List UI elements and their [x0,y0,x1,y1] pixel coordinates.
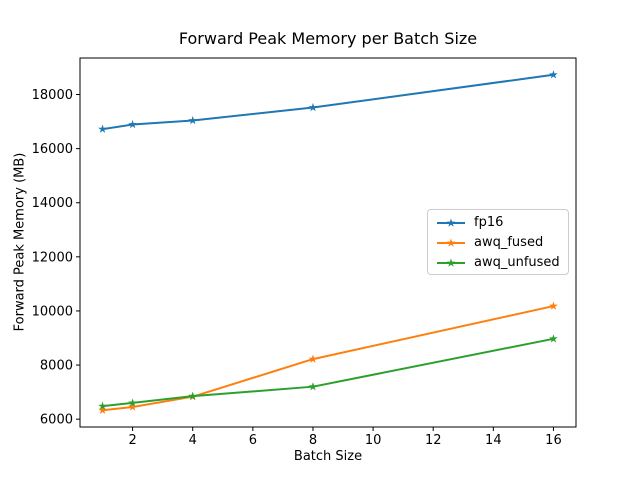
x-tick-label: 2 [128,433,136,448]
data-point-awq_unfused [128,398,137,407]
x-tick-label: 16 [545,433,562,448]
legend-marker-fp16 [437,218,465,227]
series-line-fp16 [101,73,555,131]
data-point-awq_unfused [188,391,198,400]
data-point-fp16 [188,115,198,125]
data-point-awq_fused [308,354,318,363]
x-tick-label: 14 [485,433,502,448]
axes-frame [79,57,577,428]
legend-label-awq_fused: awq_fused [474,235,544,250]
legend-item-fp16: fp16 [436,213,560,233]
data-point-awq_unfused [98,401,107,410]
data-point-awq_unfused [308,382,318,391]
y-tick-label: 6000 [40,413,73,428]
y-tick-label: 18000 [32,88,73,103]
legend: fp16 awq_fused awq_unfused [427,209,569,275]
legend-item-awq_fused: awq_fused [436,233,560,253]
x-tick-label: 6 [249,433,257,448]
data-point-awq_fused [549,301,558,310]
data-point-fp16 [98,124,107,133]
legend-label-fp16: fp16 [474,215,504,230]
data-point-awq_unfused [549,334,558,343]
x-tick-label: 4 [189,433,197,448]
y-tick-label: 8000 [40,359,73,374]
x-tick-label: 10 [365,433,382,448]
data-point-fp16 [128,119,137,129]
y-tick-label: 12000 [32,250,73,265]
data-point-fp16 [549,70,558,79]
series-line-awq_fused [101,305,555,412]
chart-title: Forward Peak Memory per Batch Size [178,29,478,48]
x-axis-label: Batch Size [293,449,363,464]
x-tick-label: 8 [309,433,317,448]
y-tick-label: 14000 [32,196,73,211]
data-point-awq_fused [98,405,107,414]
y-axis-label: Forward Peak Memory (MB) [12,152,28,332]
x-tick-label: 12 [425,433,442,448]
legend-item-awq_unfused: awq_unfused [436,253,560,273]
legend-marker-awq_fused [437,238,465,247]
series-line-awq_unfused [101,337,555,408]
data-point-fp16 [308,102,318,112]
y-tick-label: 16000 [32,142,73,157]
y-tick-label: 10000 [32,304,73,319]
data-point-awq_fused [128,402,137,411]
legend-label-awq_unfused: awq_unfused [474,255,560,270]
legend-marker-awq_unfused [437,258,465,267]
